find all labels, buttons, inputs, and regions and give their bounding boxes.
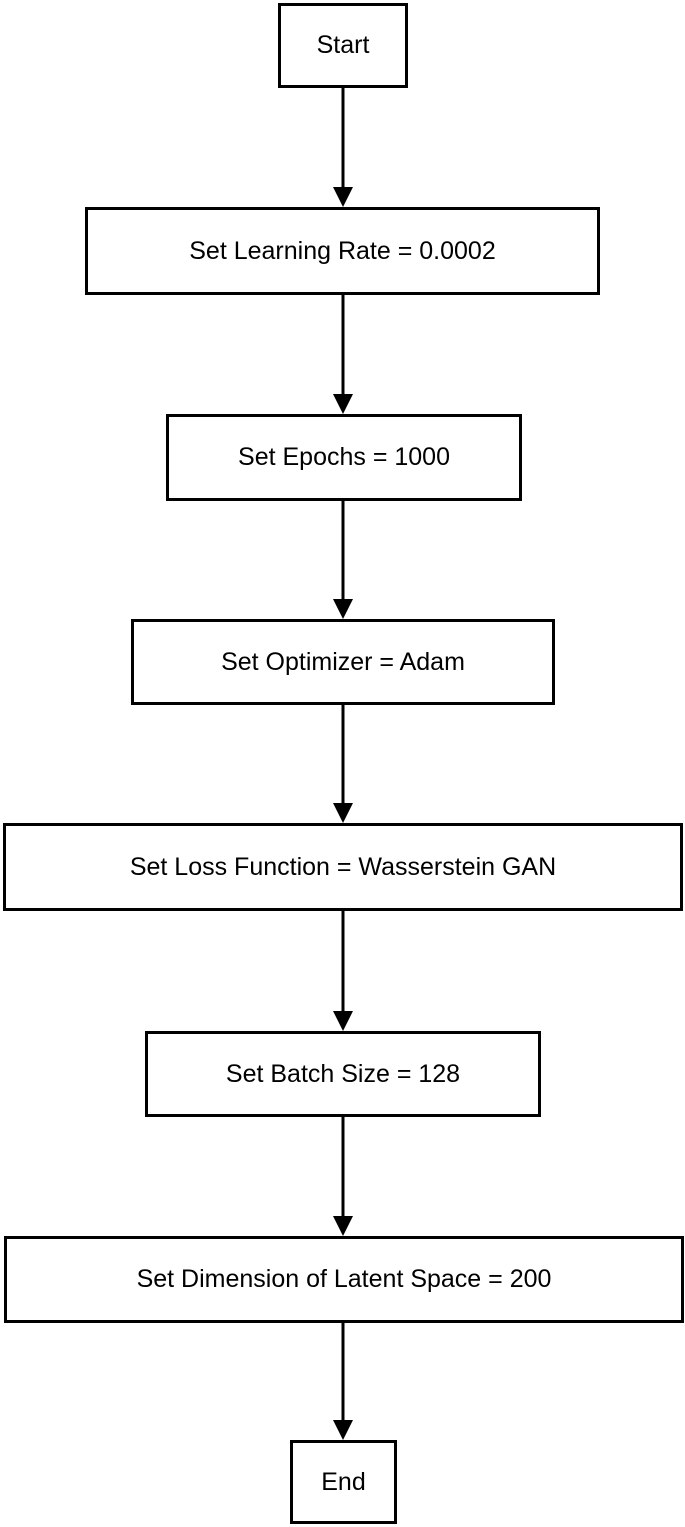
batch-size-node-label: Set Batch Size = 128 <box>225 1059 461 1088</box>
epochs-node-label: Set Epochs = 1000 <box>238 443 450 471</box>
learning-rate-node: Set Learning Rate = 0.0002 <box>85 207 600 295</box>
edge-optimizer-to-loss-function <box>333 705 353 823</box>
start-node: Start <box>278 3 408 88</box>
edge-start-to-learning-rate <box>333 88 353 207</box>
latent-dimension-node-label: Set Dimension of Latent Space = 200 <box>136 1265 552 1293</box>
end-node: End <box>290 1440 397 1524</box>
batch-size-node: Set Batch Size = 128 <box>145 1031 541 1117</box>
optimizer-node: Set Optimizer = Adam <box>131 619 555 705</box>
end-node-label: End <box>321 1467 366 1496</box>
optimizer-node-label: Set Optimizer = Adam <box>221 647 465 676</box>
edge-learning-rate-to-epochs <box>333 295 353 414</box>
start-node-label: Start <box>316 31 370 59</box>
edge-batch-size-to-latent-dimension <box>333 1117 353 1236</box>
epochs-node: Set Epochs = 1000 <box>166 414 522 501</box>
edge-epochs-to-optimizer <box>333 501 353 619</box>
edge-latent-dimension-to-end <box>333 1323 353 1440</box>
edge-loss-function-to-batch-size <box>333 911 353 1031</box>
learning-rate-node-label: Set Learning Rate = 0.0002 <box>189 236 496 265</box>
loss-function-node: Set Loss Function = Wasserstein GAN <box>3 823 683 911</box>
latent-dimension-node: Set Dimension of Latent Space = 200 <box>4 1236 684 1323</box>
loss-function-node-label: Set Loss Function = Wasserstein GAN <box>129 852 557 881</box>
